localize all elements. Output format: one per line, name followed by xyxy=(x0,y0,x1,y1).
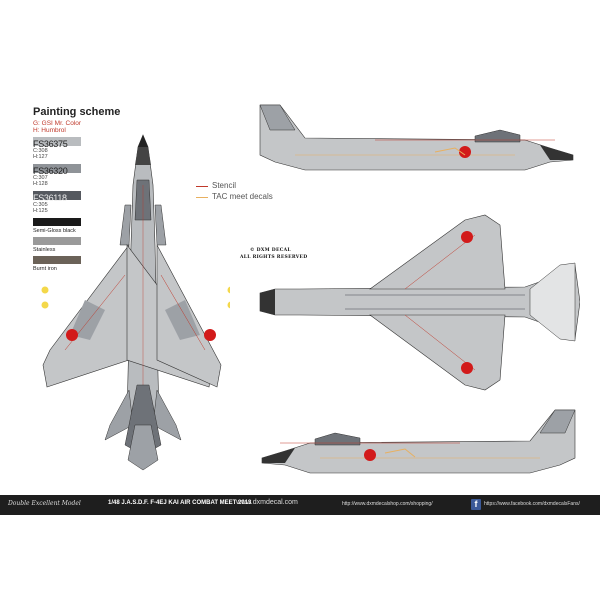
swatch-semigloss-black xyxy=(33,218,81,226)
swatch-fs36375-c: C:308 xyxy=(33,148,48,154)
swatch-fs36118-c: C:305 xyxy=(33,202,48,208)
swatch-fs36118 xyxy=(33,191,81,200)
hinomaru-underside-bottom xyxy=(461,362,473,374)
footer-facebook-url[interactable]: https://www.facebook.com/dxmdecalsFans/ xyxy=(484,501,580,507)
copyright-stamp-line1: © DXM DECAL xyxy=(250,248,291,253)
footer-website[interactable]: www.dxmdecal.com xyxy=(236,499,298,506)
side-view-left-aircraft xyxy=(261,409,576,474)
tac-line-key xyxy=(196,197,208,199)
swatch-fs36118-h: H:125 xyxy=(33,208,48,214)
swatch-fs36320 xyxy=(33,164,81,173)
stencil-line-key xyxy=(196,186,208,188)
tac-marker xyxy=(227,301,230,309)
swatch-stainless xyxy=(33,237,81,245)
hinomaru-side-right xyxy=(459,146,471,158)
swatch-burnt-iron-label: Burnt iron xyxy=(33,266,57,272)
footer-product-title: 1/48 J.A.S.D.F. F-4EJ KAI AIR COMBAT MEE… xyxy=(108,500,252,506)
hinomaru-right xyxy=(204,329,216,341)
facebook-icon[interactable]: f xyxy=(471,499,481,510)
underside-view-aircraft xyxy=(259,214,580,391)
swatch-fs36375 xyxy=(33,137,81,146)
footer-brand: Double Excellent Model xyxy=(8,500,81,507)
copyright-stamp-line2: ALL RIGHTS RESERVED xyxy=(240,255,308,260)
hinomaru-left xyxy=(66,329,78,341)
stencil-line-label: Stencil xyxy=(212,181,237,190)
swatch-fs36375-h: H:127 xyxy=(33,154,48,160)
legend-humbrol-note: H: Humbrol xyxy=(33,127,66,134)
tac-marker xyxy=(227,286,230,294)
footer-bar: Double Excellent Model 1/48 J.A.S.D.F. F… xyxy=(0,495,600,515)
legend-gsi-note: G: GSI Mr. Color xyxy=(33,120,82,127)
swatch-burnt-iron xyxy=(33,256,81,264)
tac-marker xyxy=(41,301,49,309)
side-view-right-aircraft xyxy=(259,104,574,171)
tac-marker xyxy=(41,286,49,294)
hinomaru-side-left xyxy=(364,449,376,461)
swatch-semigloss-black-label: Semi-Gloss black xyxy=(33,228,76,234)
swatch-fs36320-code: FS36320 xyxy=(33,166,68,176)
swatch-fs36320-c: C:307 xyxy=(33,175,48,181)
footer-shop-url[interactable]: http://www.dxmdecalshop.com/shopping/ xyxy=(342,501,433,507)
painting-scheme-title: Painting scheme xyxy=(33,106,121,118)
swatch-stainless-label: Stainless xyxy=(33,247,56,253)
swatch-fs36118-code: FS36118 xyxy=(33,193,67,203)
tac-line-label: TAC meet decals xyxy=(212,192,273,201)
swatch-fs36320-h: H:128 xyxy=(33,181,48,187)
top-view-aircraft xyxy=(41,134,230,471)
swatch-fs36375-code: FS36375 xyxy=(33,139,68,149)
hinomaru-underside-top xyxy=(461,231,473,243)
